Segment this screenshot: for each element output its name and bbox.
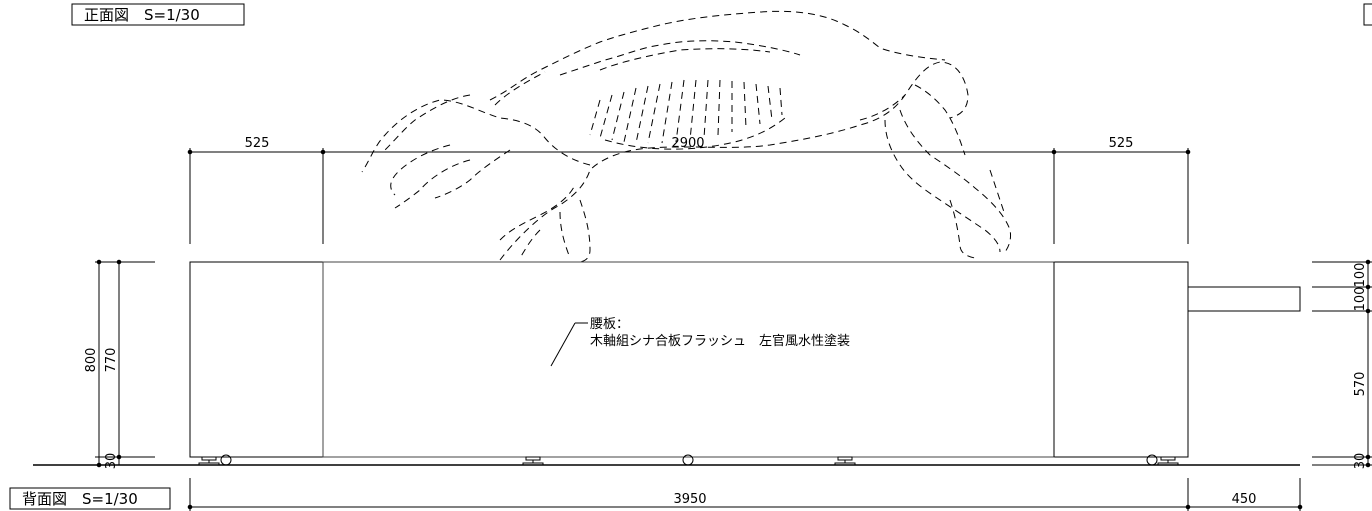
adjuster-mid-left (522, 456, 544, 466)
note-line-1: 腰板： (590, 317, 629, 332)
counter-body (189, 261, 1189, 458)
note-leader (550, 322, 588, 367)
dim-top-right: 525 (1109, 136, 1134, 151)
dim-right-top-b: 100 (1353, 287, 1368, 312)
caster-left (198, 454, 232, 466)
dim-right-mid: 570 (1353, 372, 1368, 397)
skeleton-sketch (361, 10, 1011, 263)
dim-left-outer: 800 (84, 348, 99, 373)
bottom-dimension (187, 478, 1303, 511)
dim-left-inner: 770 (104, 348, 119, 373)
next-view-title-box (1363, 3, 1372, 26)
left-dimensions (95, 259, 155, 468)
top-dimension (187, 148, 1191, 244)
front-view-title-text: 正面図 S=1/30 (84, 6, 200, 24)
dim-left-bottom: 30 (104, 453, 119, 470)
right-dimensions (1312, 259, 1372, 468)
casters (198, 454, 1179, 466)
dim-bottom-main: 3950 (673, 492, 706, 507)
note-line-2: 木軸組シナ合板フラッシュ 左官風水性塗装 (590, 333, 850, 349)
dim-bottom-right: 450 (1232, 492, 1257, 507)
dim-right-top-a: 100 (1353, 263, 1368, 288)
caster-right (1146, 454, 1179, 466)
adjuster-mid-right (834, 456, 856, 466)
dim-right-bottom: 30 (1353, 453, 1368, 470)
side-shelf (1187, 286, 1301, 312)
dim-top-left: 525 (245, 136, 270, 151)
dim-top-center: 2900 (671, 136, 704, 151)
caster-center (682, 454, 694, 466)
back-view-title-text: 背面図 S=1/30 (22, 490, 138, 508)
back-view-title: 背面図 S=1/30 (9, 487, 171, 510)
front-view-title: 正面図 S=1/30 (71, 3, 245, 26)
